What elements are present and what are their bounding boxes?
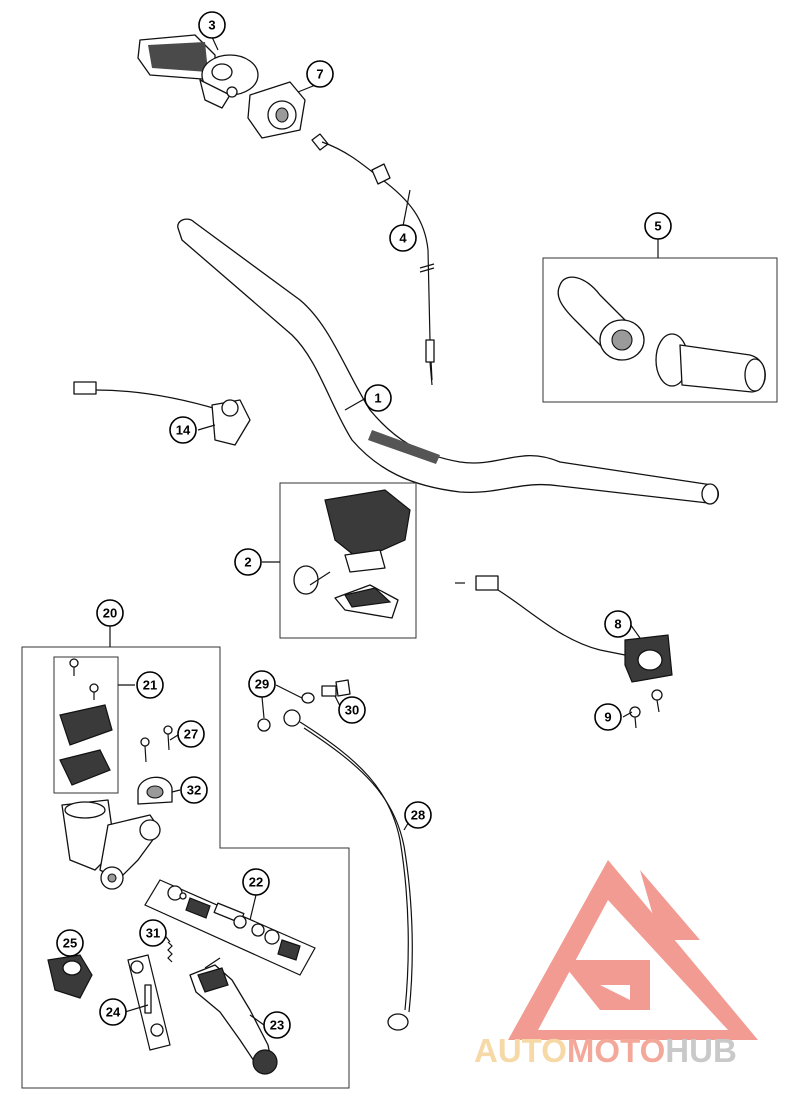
handlebar	[177, 218, 719, 505]
callout-3: 3	[198, 11, 226, 39]
leader-lines	[109, 36, 659, 1026]
svg-text:25: 25	[63, 936, 77, 951]
grips	[557, 276, 766, 393]
watermark-part1: AUTO	[474, 1032, 567, 1069]
callout-22: 22	[242, 868, 270, 896]
reservoir-cap-box	[53, 656, 119, 794]
callout-27: 27	[177, 720, 205, 748]
clamp	[137, 776, 173, 805]
svg-text:7: 7	[316, 67, 323, 82]
throttle-housing-cover	[247, 81, 306, 139]
watermark-part3: HUB	[665, 1032, 737, 1069]
svg-text:23: 23	[270, 1018, 284, 1033]
svg-text:29: 29	[255, 677, 269, 692]
watermark-part2: MOTO	[567, 1032, 665, 1069]
watermark-logo-icon	[508, 860, 758, 1040]
grips-box	[542, 257, 778, 403]
callout-29: 29	[248, 670, 276, 698]
master-cylinder-box	[21, 646, 350, 1089]
callout-30: 30	[338, 696, 366, 724]
svg-text:8: 8	[614, 617, 621, 632]
callout-2: 2	[234, 548, 262, 576]
screws	[629, 689, 663, 729]
callout-8: 8	[604, 610, 632, 638]
clamp-bolts	[140, 725, 173, 763]
lever-cover	[47, 954, 93, 999]
callout-20: 20	[96, 599, 124, 627]
svg-text:31: 31	[146, 926, 160, 941]
banjo-bolt	[321, 679, 351, 697]
svg-text:24: 24	[106, 1005, 121, 1020]
callout-31: 31	[139, 919, 167, 947]
callout-5: 5	[644, 212, 672, 240]
pivot-pin-set	[127, 954, 171, 1051]
brake-lever	[189, 957, 278, 1075]
bar-pad-box	[279, 482, 417, 639]
svg-text:3: 3	[208, 18, 215, 33]
svg-text:1: 1	[374, 391, 381, 406]
callout-9: 9	[594, 703, 622, 731]
svg-text:4: 4	[399, 231, 407, 246]
reservoir-cap	[59, 658, 113, 786]
callout-7: 7	[306, 60, 334, 88]
throttle-cable	[311, 133, 435, 386]
master-cylinder	[61, 799, 161, 890]
throttle-grip-assembly	[137, 34, 259, 109]
svg-text:2: 2	[244, 555, 251, 570]
callout-4: 4	[389, 224, 417, 252]
callout-25: 25	[56, 929, 84, 957]
svg-text:28: 28	[411, 808, 425, 823]
callout-24: 24	[99, 998, 127, 1026]
svg-text:27: 27	[184, 727, 198, 742]
callout-28: 28	[404, 801, 432, 829]
svg-text:5: 5	[654, 219, 661, 234]
brake-hose	[283, 709, 413, 1031]
piston-kit	[144, 879, 316, 976]
callout-1: 1	[364, 384, 392, 412]
spring	[167, 941, 173, 963]
bar-pad	[293, 489, 411, 619]
callout-23: 23	[263, 1011, 291, 1039]
svg-text:20: 20	[103, 606, 117, 621]
svg-text:32: 32	[187, 783, 201, 798]
svg-text:14: 14	[176, 423, 191, 438]
watermark-text: AUTOMOTOHUB	[474, 1032, 737, 1069]
svg-text:30: 30	[345, 703, 359, 718]
callout-32: 32	[180, 776, 208, 804]
callout-21: 21	[136, 671, 164, 699]
svg-text:22: 22	[249, 875, 263, 890]
start-switch	[455, 575, 673, 683]
callout-14: 14	[169, 416, 197, 444]
svg-text:9: 9	[604, 710, 611, 725]
kill-switch	[73, 381, 251, 446]
svg-text:21: 21	[143, 678, 157, 693]
